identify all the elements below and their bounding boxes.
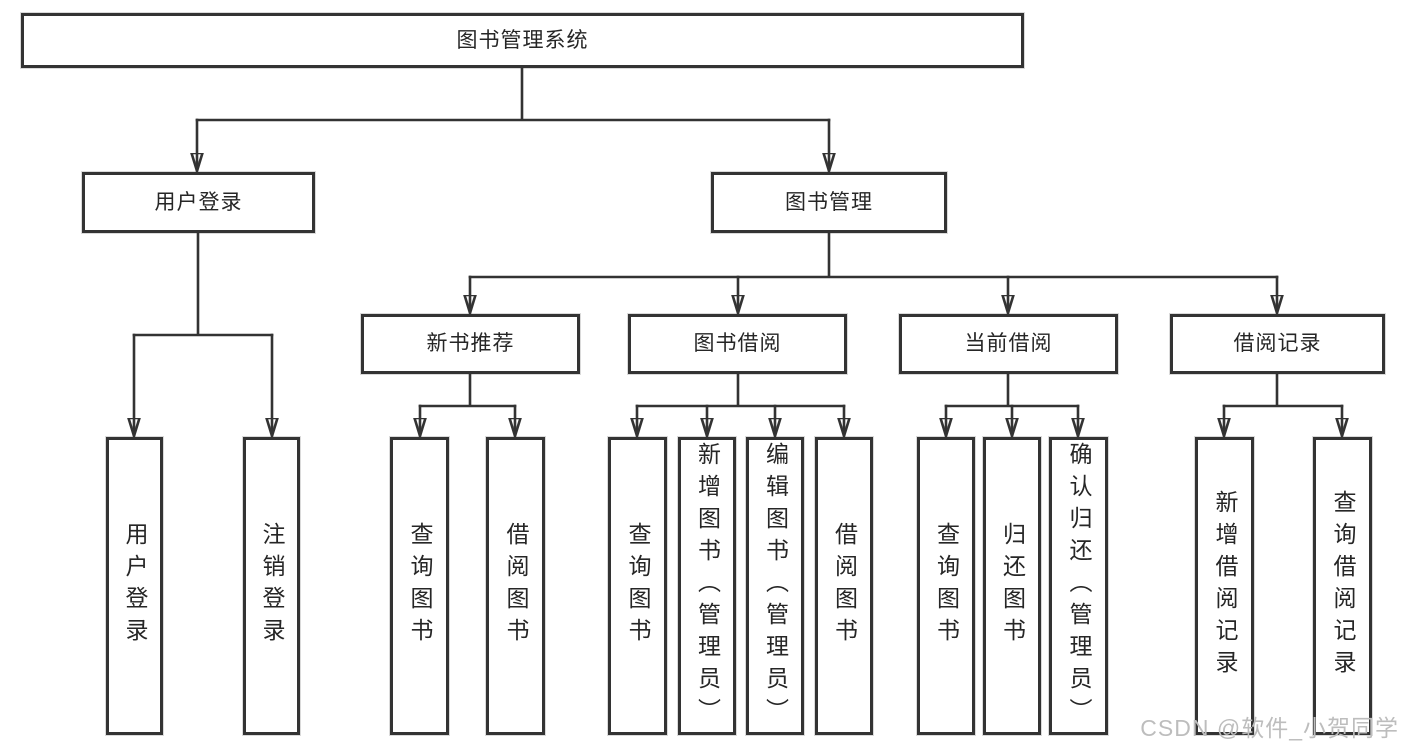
node-library-management-system: 图书管理系统 xyxy=(21,13,1024,68)
leaf-bb-borrow-books: 借阅图书 xyxy=(815,437,873,735)
leaf-cb-confirm-return-admin: 确认归还（管理员） xyxy=(1049,437,1108,735)
leaf-br-add-record: 新增借阅记录 xyxy=(1195,437,1254,735)
leaf-bb-query-books: 查询图书 xyxy=(608,437,667,735)
rail-bookmgmt-to-level3 xyxy=(468,231,1279,279)
leaf-user-login: 用户登录 xyxy=(106,437,163,735)
rail-userlogin-to-leaves xyxy=(132,231,274,337)
leaf-nb-query-books: 查询图书 xyxy=(390,437,449,735)
leaf-cb-return-books: 归还图书 xyxy=(983,437,1041,735)
csdn-watermark: CSDN @软件_小贺同学 xyxy=(1140,715,1399,741)
rail-root-to-level2 xyxy=(195,66,831,122)
node-borrowing-records: 借阅记录 xyxy=(1170,314,1385,374)
leaf-bb-edit-books-admin: 编辑图书（管理员） xyxy=(746,437,804,735)
node-current-borrowing: 当前借阅 xyxy=(899,314,1118,374)
leaf-bb-add-books-admin: 新增图书（管理员） xyxy=(678,437,736,735)
rail-newbook-to-leaves xyxy=(418,372,517,408)
leaf-cb-query-books: 查询图书 xyxy=(917,437,975,735)
rail-borrowrecords-to-leaves xyxy=(1222,372,1344,408)
leaf-nb-borrow-books: 借阅图书 xyxy=(486,437,545,735)
node-book-borrowing: 图书借阅 xyxy=(628,314,847,374)
rail-currentborrow-to-leaves xyxy=(944,372,1080,408)
node-book-management: 图书管理 xyxy=(711,172,947,233)
rail-bookborrow-to-leaves xyxy=(635,372,846,408)
node-new-book-recommendation: 新书推荐 xyxy=(361,314,580,374)
leaf-br-query-record: 查询借阅记录 xyxy=(1313,437,1372,735)
node-user-login: 用户登录 xyxy=(82,172,315,233)
leaf-logout: 注销登录 xyxy=(243,437,300,735)
